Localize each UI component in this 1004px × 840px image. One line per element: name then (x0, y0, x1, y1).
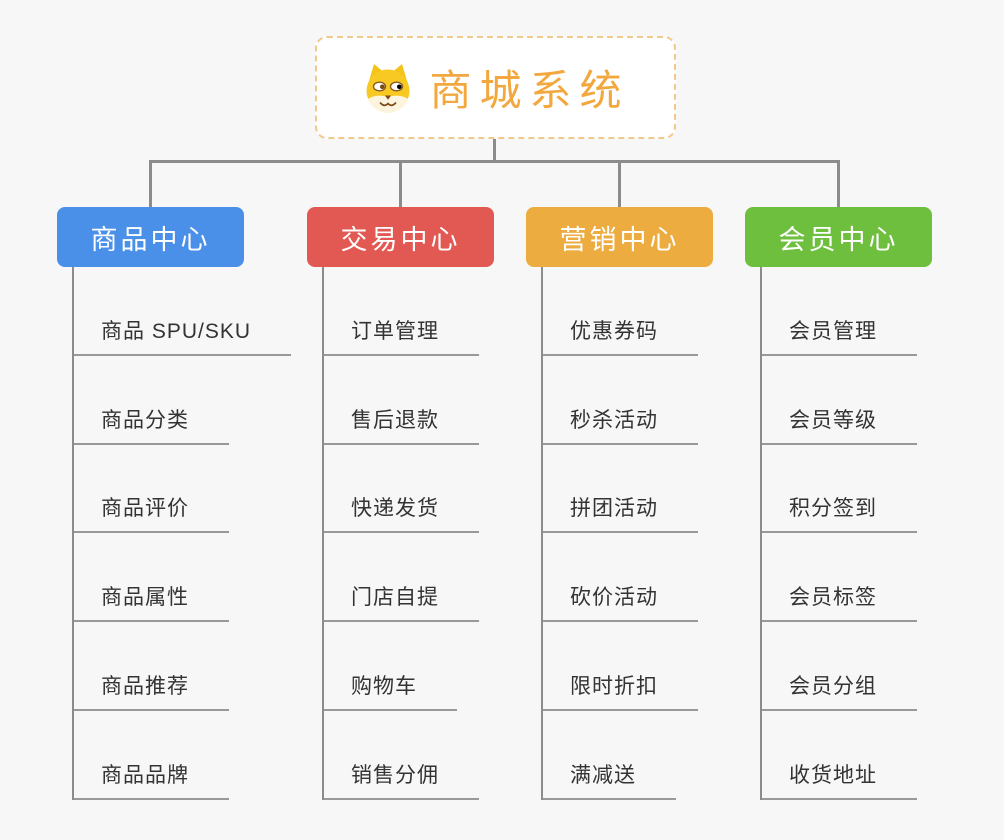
leaf-item[interactable]: 收货地址 (762, 711, 917, 800)
connector-drop-3 (618, 160, 621, 207)
connector-drop-1 (149, 160, 152, 207)
leaf-item[interactable]: 商品属性 (74, 533, 229, 623)
leaf-item[interactable]: 积分签到 (762, 445, 917, 534)
dog-face-icon (361, 62, 415, 114)
leaf-item[interactable]: 会员等级 (762, 356, 917, 445)
branch-leaves: 会员管理 会员等级 积分签到 会员标签 会员分组 收货地址 (760, 267, 932, 800)
branch-leaves: 商品 SPU/SKU 商品分类 商品评价 商品属性 商品推荐 商品品牌 (72, 267, 292, 800)
leaf-item[interactable]: 秒杀活动 (543, 356, 698, 445)
branch-member-center: 会员中心 会员管理 会员等级 积分签到 会员标签 会员分组 收货地址 (745, 207, 932, 800)
connector-horizontal-bar (149, 160, 840, 163)
branch-trade-center: 交易中心 订单管理 售后退款 快递发货 门店自提 购物车 销售分佣 (307, 207, 494, 800)
branch-header-marketing[interactable]: 营销中心 (526, 207, 713, 267)
branch-leaves: 订单管理 售后退款 快递发货 门店自提 购物车 销售分佣 (322, 267, 494, 800)
leaf-item[interactable]: 商品评价 (74, 445, 229, 534)
leaf-item[interactable]: 门店自提 (324, 533, 479, 623)
root-title: 商城系统 (429, 67, 630, 114)
leaf-item[interactable]: 拼团活动 (543, 445, 698, 534)
leaf-item[interactable]: 销售分佣 (324, 711, 479, 800)
root-node[interactable]: 商城系统 (315, 36, 676, 139)
leaf-item[interactable]: 会员分组 (762, 622, 917, 712)
branch-marketing-center: 营销中心 优惠券码 秒杀活动 拼团活动 砍价活动 限时折扣 满减送 (526, 207, 713, 800)
branch-product-center: 商品中心 商品 SPU/SKU 商品分类 商品评价 商品属性 商品推荐 商品品牌 (57, 207, 292, 800)
leaf-item[interactable]: 商品品牌 (74, 711, 229, 800)
leaf-item[interactable]: 优惠券码 (543, 267, 698, 356)
branch-header-member[interactable]: 会员中心 (745, 207, 932, 267)
branch-header-trade[interactable]: 交易中心 (307, 207, 494, 267)
leaf-item[interactable]: 商品 SPU/SKU (74, 267, 292, 356)
leaf-item[interactable]: 满减送 (543, 711, 676, 800)
leaf-item[interactable]: 售后退款 (324, 356, 479, 445)
connector-drop-4 (837, 160, 840, 207)
leaf-item[interactable]: 商品分类 (74, 356, 229, 445)
connector-drop-2 (399, 160, 402, 207)
leaf-item[interactable]: 快递发货 (324, 445, 479, 534)
leaf-item[interactable]: 限时折扣 (543, 622, 698, 712)
branch-header-product[interactable]: 商品中心 (57, 207, 244, 267)
branch-leaves: 优惠券码 秒杀活动 拼团活动 砍价活动 限时折扣 满减送 (541, 267, 713, 800)
leaf-item[interactable]: 订单管理 (324, 267, 479, 356)
leaf-item[interactable]: 会员管理 (762, 267, 917, 356)
leaf-item[interactable]: 商品推荐 (74, 622, 229, 712)
leaf-item[interactable]: 砍价活动 (543, 533, 698, 623)
leaf-item[interactable]: 会员标签 (762, 533, 917, 623)
connector-root-stem (493, 139, 496, 163)
leaf-item[interactable]: 购物车 (324, 622, 457, 712)
